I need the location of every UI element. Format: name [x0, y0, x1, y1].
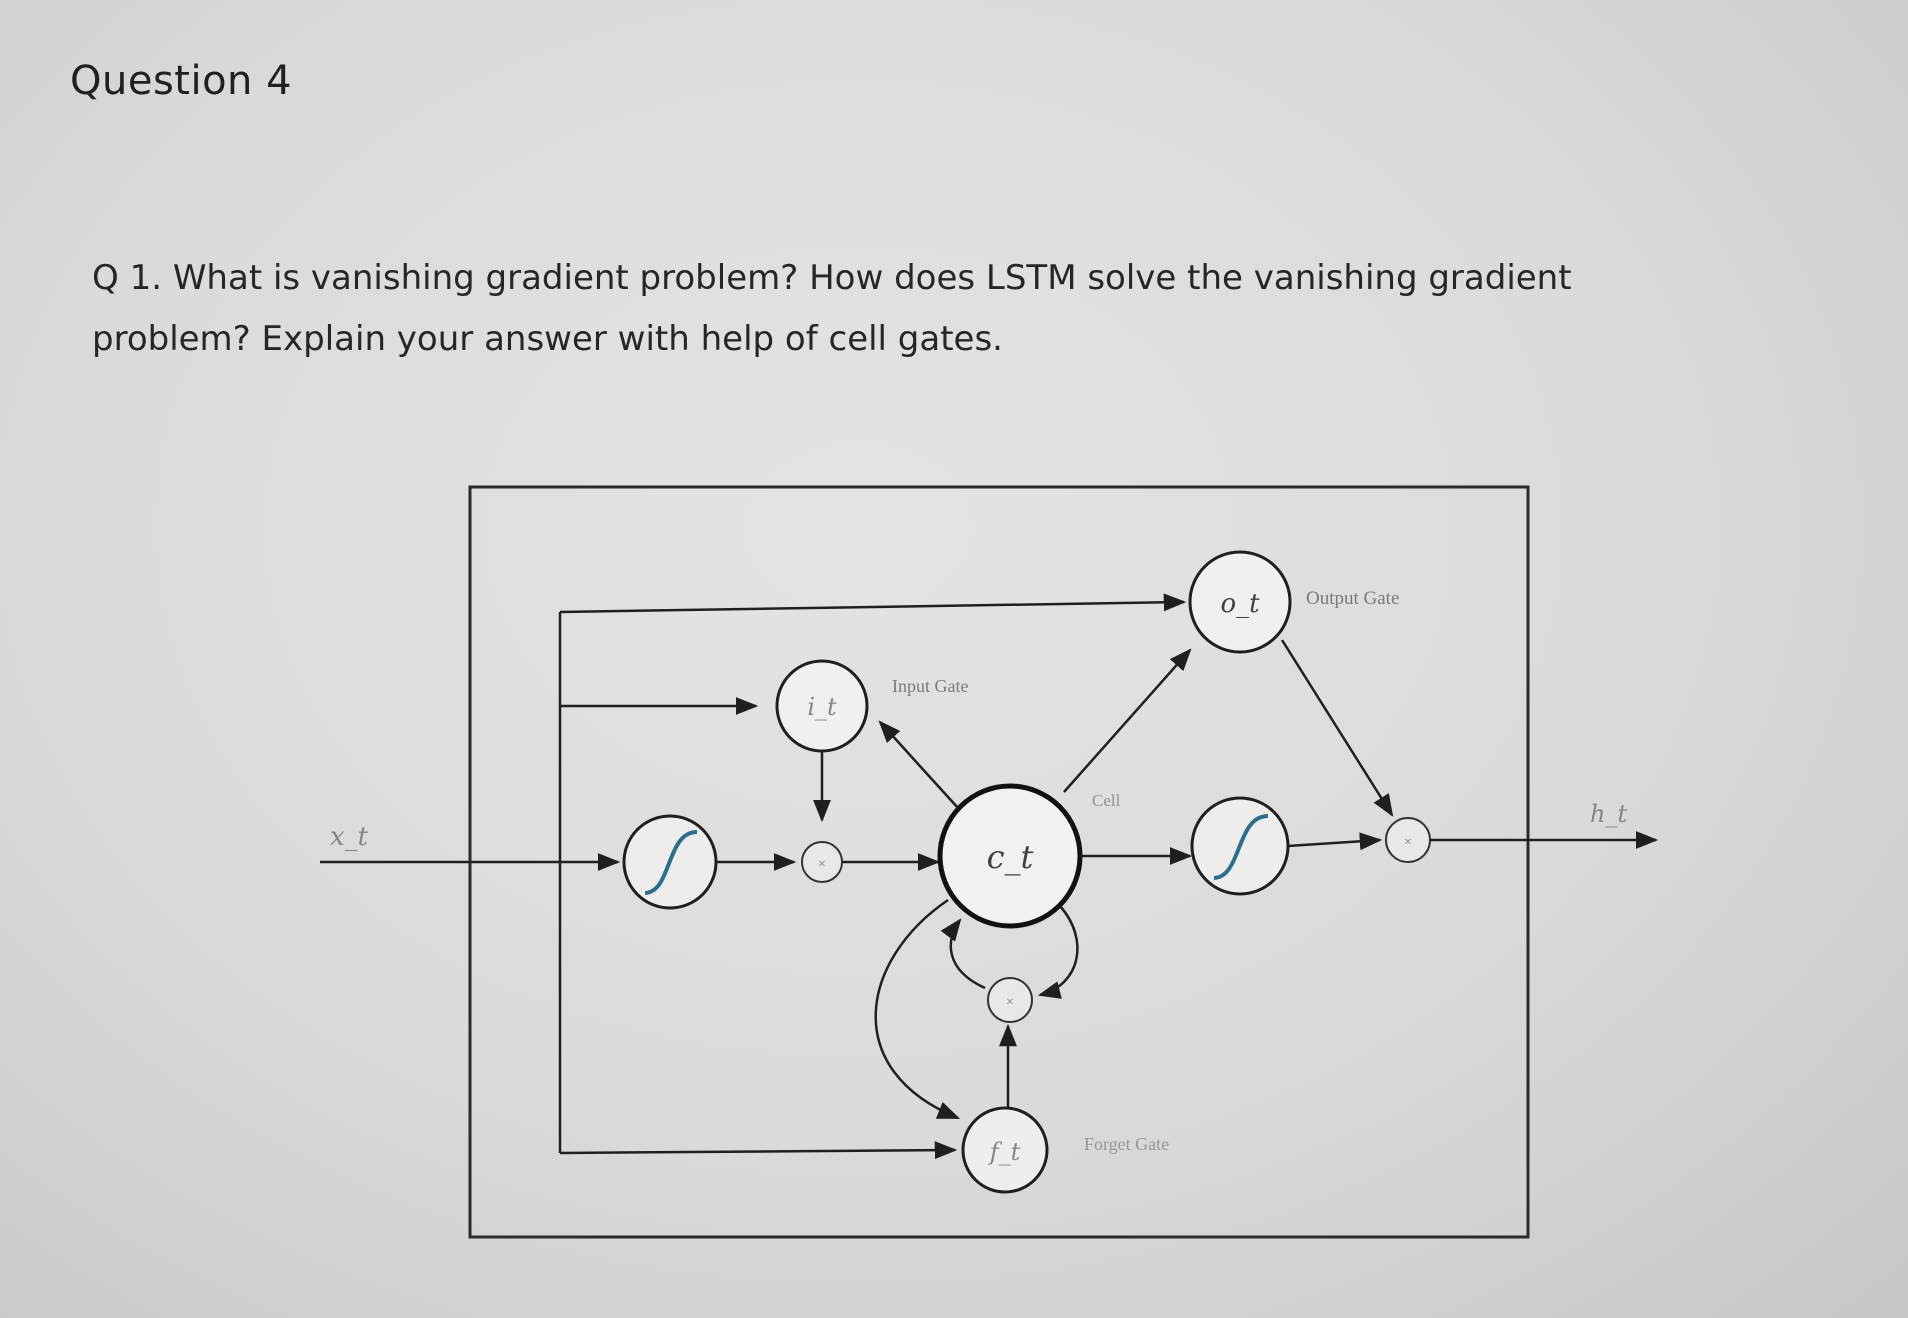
forget-multiply-icon: × — [1006, 995, 1014, 1010]
input-symbol: x_t — [330, 822, 369, 852]
cell-to-forget-gate — [874, 898, 961, 1120]
output-sigmoid-curve-icon — [1213, 814, 1269, 880]
output-symbol: h_t — [1590, 800, 1627, 828]
forget-gate-symbol: f_t — [988, 1138, 1021, 1166]
bus-to-output-gate — [559, 593, 1187, 614]
question-text-line-1: Q 1. What is vanishing gradient problem?… — [92, 258, 1572, 298]
question-text: Q 1. What is vanishing gradient problem?… — [92, 248, 1812, 370]
output-gate-symbol: o_t — [1220, 589, 1260, 619]
cell-self-loop-out — [1037, 905, 1079, 999]
forget-gate-label: Forget Gate — [1084, 1134, 1169, 1154]
forget-multiply-node — [987, 977, 1033, 1023]
bus-to-forget-gate — [559, 1141, 958, 1160]
cell-symbol: c_t — [987, 838, 1034, 876]
question-text-line-2: problem? Explain your answer with help o… — [92, 319, 1003, 359]
cell-label: Cell — [1092, 791, 1121, 810]
output-sigmoid-to-multiply — [1287, 832, 1383, 851]
input-gate-label: Input Gate — [892, 676, 968, 696]
cell-self-loop-in — [940, 918, 986, 990]
input-multiply-icon: × — [818, 857, 826, 872]
cell-to-output-gate — [1063, 648, 1192, 793]
cell-to-input-gate — [878, 720, 959, 809]
output-gate-node — [1188, 550, 1292, 654]
question-heading: Question 4 — [70, 58, 293, 104]
input-gate-symbol: i_t — [807, 693, 837, 721]
output-gate-to-multiply — [1280, 639, 1394, 817]
forget-gate-node — [961, 1106, 1049, 1194]
output-gate-label: Output Gate — [1306, 588, 1399, 609]
input-sigmoid-curve-icon — [644, 830, 698, 895]
output-multiply-icon: × — [1404, 835, 1412, 850]
